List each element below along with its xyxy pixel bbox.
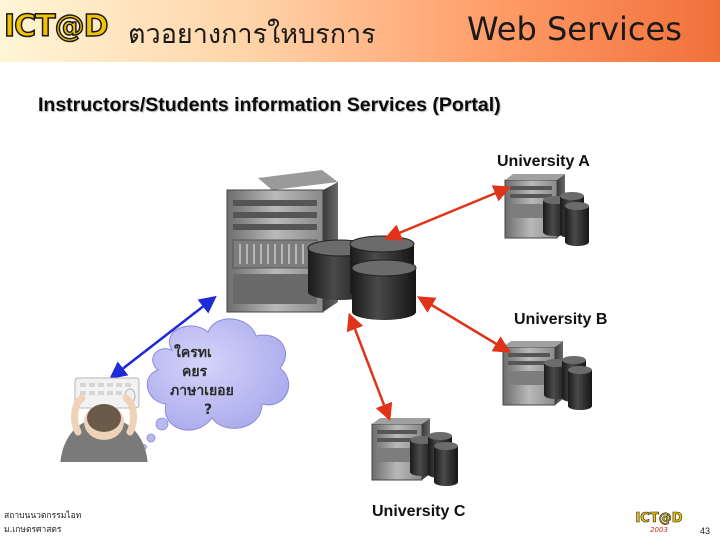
footer-institute: สถาบนนวตกรรมไอท — [4, 511, 82, 521]
university-c-server-icon — [371, 418, 458, 486]
thai-title: ตวอยางการใหบรการ — [128, 19, 376, 50]
bubble-line-3: ภาษาเยอย — [170, 383, 234, 399]
label-university-c: University C — [372, 503, 466, 520]
label-university-a: University A — [497, 153, 590, 170]
bubble-line-2: คยร — [182, 364, 208, 380]
bubble-line-4: ? — [204, 402, 213, 418]
logo-text: ICT@D — [3, 9, 109, 45]
label-university-b: University B — [514, 311, 608, 328]
university-a-server-icon — [504, 174, 589, 246]
page-number: 43 — [700, 526, 711, 536]
user-at-computer-icon — [56, 377, 152, 472]
connection-arrow-university-b — [417, 296, 511, 353]
ictd-logo: ICT@D — [3, 9, 120, 45]
footer-ictd-logo — [627, 510, 689, 536]
connection-arrow-user — [109, 295, 217, 380]
central-server-icon — [226, 170, 338, 313]
footer-university: ม.เกษตรศาสตร — [4, 525, 62, 535]
connection-arrow-university-a — [383, 185, 512, 241]
university-b-server-icon — [502, 341, 592, 410]
bubble-line-1: ใครทเ — [174, 345, 212, 361]
footer-logo-badge: ICT@D 2003 — [630, 511, 688, 536]
diagram-subtitle: Instructors/Students information Service… — [38, 94, 501, 116]
thought-bubble — [141, 318, 290, 450]
footer-logo-year: 2003 — [650, 526, 668, 534]
header-band: ICT@D ตวอยางการใหบรการ Web Services — [0, 0, 720, 62]
database-disk-icon — [351, 259, 417, 320]
thought-bubble-text: ใครทเ คยร ภาษาเยอย ? — [170, 344, 280, 420]
footer-logo-text: ICT@D — [635, 511, 683, 526]
connection-arrow-university-c — [346, 312, 393, 422]
page-title: Web Services — [467, 10, 682, 48]
